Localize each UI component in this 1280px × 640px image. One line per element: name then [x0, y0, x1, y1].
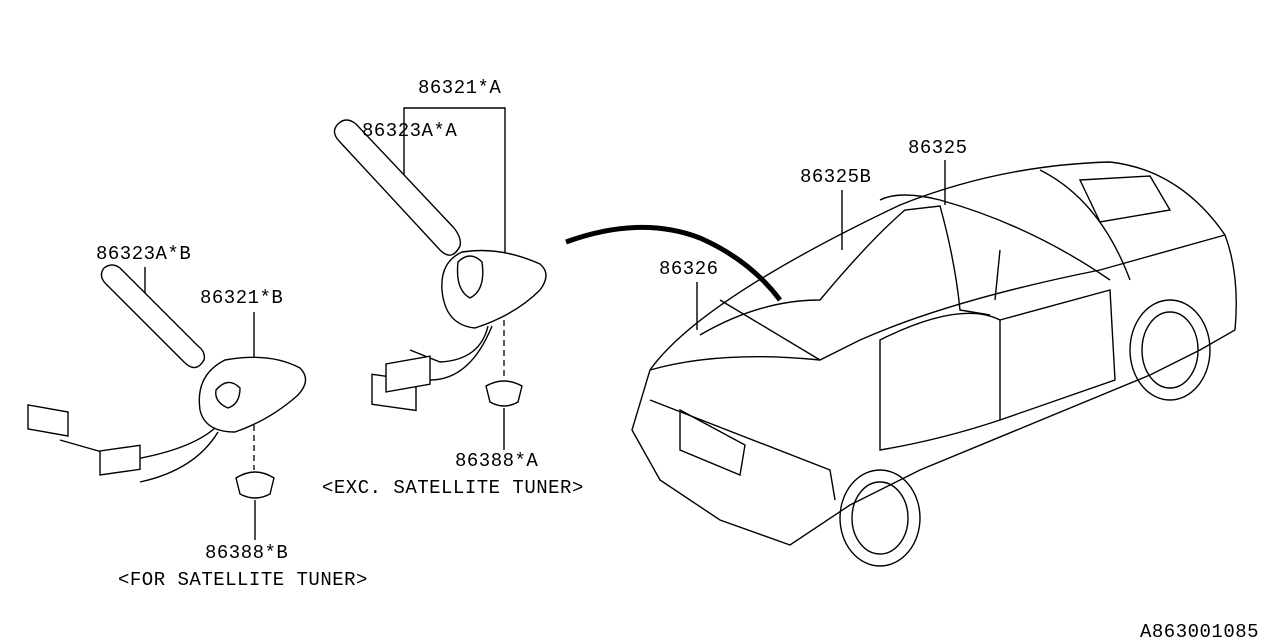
note-for-satellite-tuner: <FOR SATELLITE TUNER>: [118, 569, 368, 591]
note-exc-satellite-tuner: <EXC. SATELLITE TUNER>: [322, 477, 584, 499]
diagram-id: A863001085: [1140, 621, 1260, 640]
part-label-86321-a: 86321*A: [418, 77, 502, 99]
leader-lines: [144, 107, 946, 540]
antenna-b-assembly: [27, 264, 307, 499]
antenna-a-assembly: [333, 119, 547, 412]
part-label-86325b: 86325B: [800, 166, 872, 188]
car-outline: [631, 161, 1237, 567]
part-label-86326: 86326: [659, 258, 719, 280]
pointer-arrow: [565, 225, 782, 302]
part-label-86323a-a: 86323A*A: [362, 120, 458, 142]
part-label-86388-b: 86388*B: [205, 542, 289, 564]
part-label-86323a-b: 86323A*B: [96, 243, 192, 265]
part-label-86325: 86325: [908, 137, 968, 159]
part-label-86388-a: 86388*A: [455, 450, 539, 472]
part-label-86321-b: 86321*B: [200, 287, 284, 309]
